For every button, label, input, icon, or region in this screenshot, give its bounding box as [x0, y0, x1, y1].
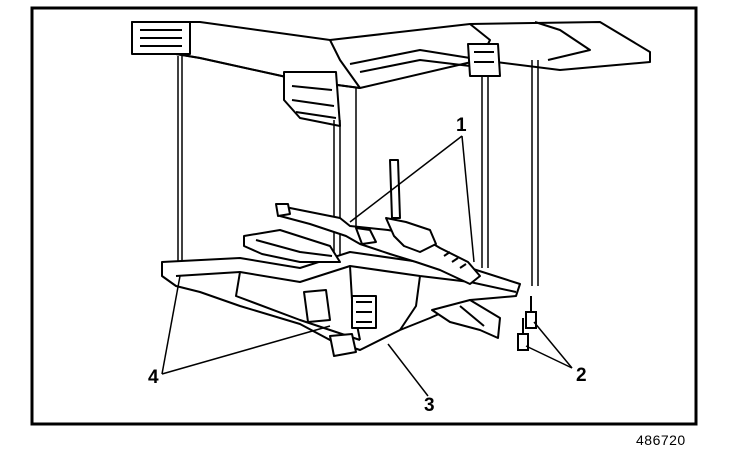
bolt-upper — [525, 311, 537, 329]
callout-1: 1 — [456, 115, 467, 136]
right-body-mount — [467, 43, 501, 77]
steering-gear — [243, 159, 481, 285]
leader-4a — [161, 275, 181, 375]
leader-1b — [461, 135, 475, 263]
callout-3: 3 — [424, 395, 435, 416]
leader-2b — [525, 345, 573, 369]
leader-lines — [161, 135, 573, 397]
bolt-lower — [517, 333, 529, 351]
leader-4b — [161, 325, 331, 375]
leader-1a — [349, 135, 463, 223]
front-subframe — [161, 251, 521, 357]
vehicle-body-underside — [131, 21, 651, 127]
leader-3 — [387, 343, 429, 397]
bolts — [517, 296, 537, 351]
figure-number: 486720 — [636, 432, 686, 448]
lower-control-arm — [431, 299, 501, 339]
callout-2: 2 — [576, 365, 587, 386]
callout-4: 4 — [148, 367, 159, 388]
leader-2a — [533, 321, 573, 369]
figure-border — [30, 6, 698, 426]
